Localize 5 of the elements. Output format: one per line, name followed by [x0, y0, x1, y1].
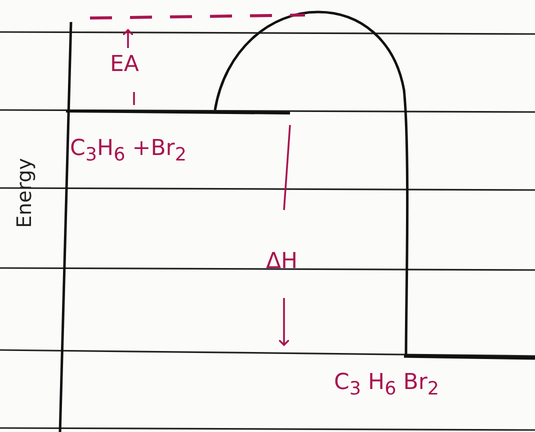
reactant-label: C$_{3}$H$_{6}$ +Br$_{2}$ [70, 138, 187, 165]
axis-label: Energy [14, 158, 34, 228]
product-label: C$_{3}$ H$_{6}$ Br$_{2}$ [334, 372, 440, 399]
activation-energy-label: EA [110, 54, 139, 76]
enthalpy-change-label: ΔH [266, 251, 298, 273]
